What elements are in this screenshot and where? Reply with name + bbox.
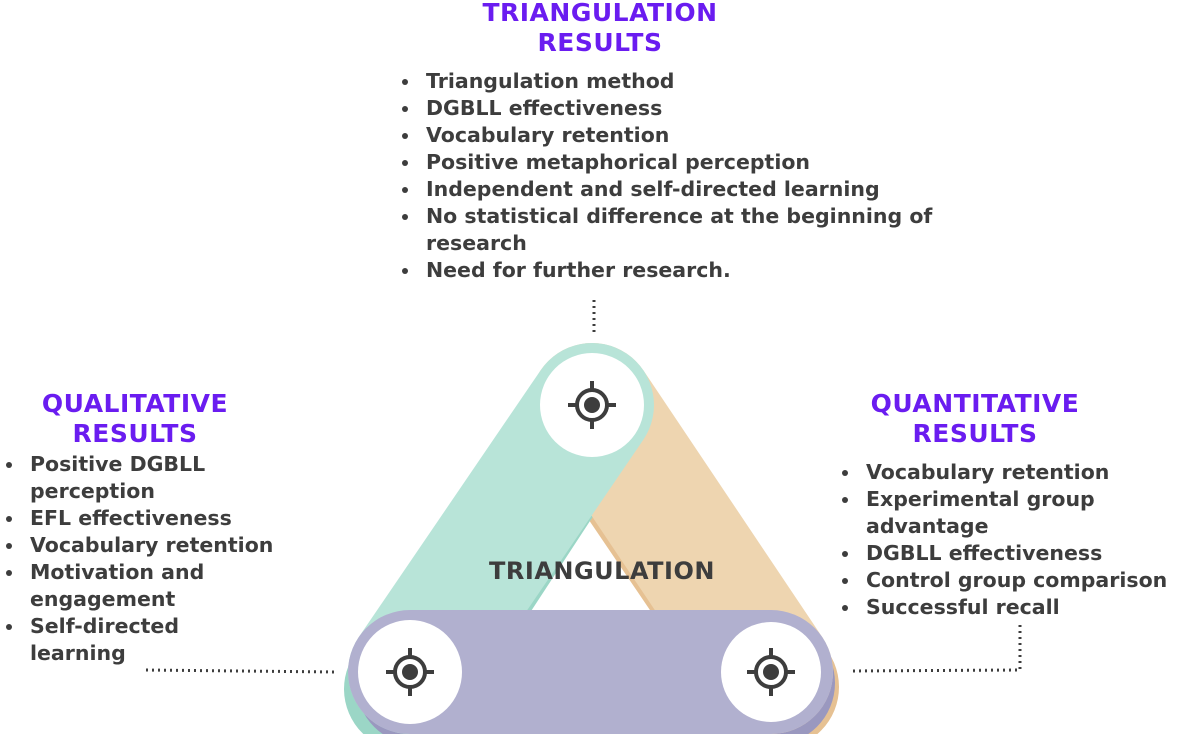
list-item: EFL effectiveness: [0, 505, 330, 532]
list-item: Vocabulary retention: [396, 122, 1036, 149]
triangulation-results-heading: TRIANGULATION RESULTS: [482, 0, 718, 57]
list-item: Need for further research.: [396, 257, 1036, 284]
connector-right: [849, 625, 1022, 673]
list-item: Vocabulary retention: [0, 532, 330, 559]
list-item: Successful recall: [836, 594, 1200, 621]
list-item: Vocabulary retention: [836, 459, 1200, 486]
quantitative-results-list: Vocabulary retention Experimental group …: [836, 459, 1200, 621]
triangulation-results-list: Triangulation method DGBLL effectiveness…: [396, 68, 1036, 284]
list-item: Positive metaphorical perception: [396, 149, 1036, 176]
qualitative-results-heading: QUALITATIVE RESULTS: [41, 389, 229, 448]
list-item: DGBLL effectiveness: [396, 95, 1036, 122]
target-icon: [747, 648, 795, 696]
target-icon: [386, 648, 434, 696]
list-item: No statistical difference at the beginni…: [396, 203, 986, 257]
list-item: Control group comparison: [836, 567, 1200, 594]
list-item: DGBLL effectiveness: [836, 540, 1200, 567]
list-item: Motivation and engagement: [0, 559, 230, 613]
target-icon: [568, 381, 616, 429]
list-item: Positive DGBLL perception: [0, 451, 240, 505]
center-label: TRIANGULATION: [489, 557, 715, 585]
list-item: Self-directed learning: [0, 613, 200, 667]
list-item: Triangulation method: [396, 68, 1036, 95]
qualitative-results-list: Positive DGBLL perception EFL effectiven…: [0, 451, 330, 667]
list-item: Experimental group advantage: [836, 486, 1136, 540]
connector-lines: [145, 300, 1022, 674]
quantitative-results-heading: QUANTITATIVE RESULTS: [870, 389, 1080, 448]
list-item: Independent and self-directed learning: [396, 176, 1036, 203]
connector-left: [145, 668, 337, 674]
